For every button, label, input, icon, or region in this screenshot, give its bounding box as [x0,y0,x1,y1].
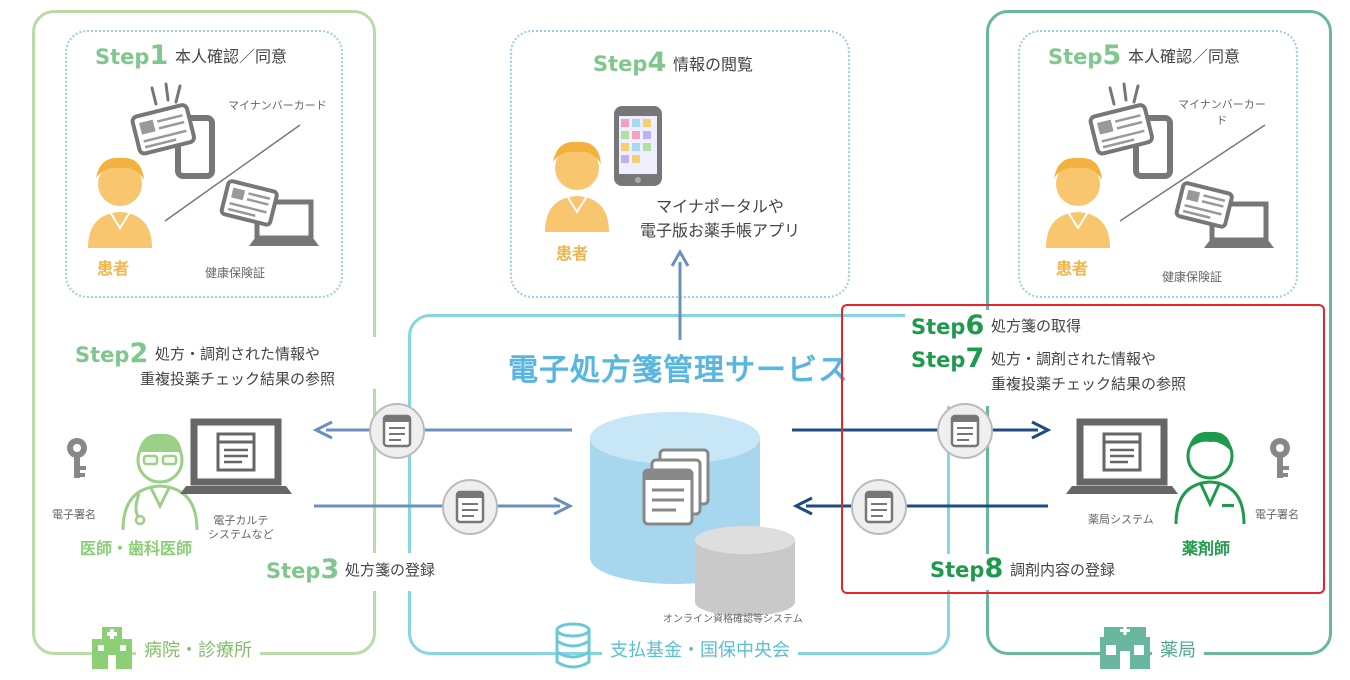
step2-backdrop [70,337,376,389]
hospital-icon [92,627,132,669]
id-card-reader-icon [1088,82,1173,179]
step3-desc: 処方箋の登録 [345,561,436,579]
id-card-reader-icon [130,82,215,179]
smartphone-icon [614,106,662,186]
patient-icon [545,141,609,232]
step-word: Step [911,348,966,372]
service-title: 電子処方箋管理サービス [508,353,849,388]
highlight-frame [841,304,1325,594]
patient-label: 患者 [556,244,589,263]
database-footer-icon [555,622,591,669]
step-word: Step [593,52,648,76]
pharmacy-footer-label: 薬局 [1152,636,1204,662]
step4-heading: Step4 [593,47,666,78]
key-icon [67,438,87,478]
patient-icon [1046,157,1110,248]
card-label: マイナンバーカード [1178,97,1266,129]
step8-heading: Step8 [930,553,1003,584]
step7-desc-line2: 重複投薬チェック結果の参照 [991,375,1187,393]
pharmacist-icon [1174,431,1246,525]
portal-label-line1: マイナポータルや [656,197,784,216]
step-word: Step [930,558,985,582]
step1-desc: 本人確認／同意 [175,47,288,66]
step5-heading: Step5 [1048,40,1121,71]
pharmacy-arrows [792,420,1052,516]
pharmacy-icon [1100,626,1150,669]
insurance-label: 健康保険証 [1162,270,1223,284]
signature-label: 電子署名 [52,508,96,521]
ehr-label-line1: 電子カルテ [213,514,269,527]
step2-heading: Step2 [75,338,148,369]
step5-desc: 本人確認／同意 [1128,47,1241,66]
step2-desc: 処方・調剤された情報や重複投薬チェック結果の参照 [140,342,335,392]
pharmacy-laptop-icon [1066,418,1178,494]
hospital-arrows [312,420,574,516]
fund-footer-label: 支払基金・国保中央会 [602,636,798,662]
step1-heading: Step1 [95,40,168,71]
ehr-laptop-icon [180,418,292,494]
card-label: マイナンバーカード [228,99,327,112]
insurance-label: 健康保険証 [205,266,266,280]
arrow-up [670,248,690,340]
hospital-footer-label: 病院・診療所 [136,636,260,662]
patient-icon [88,157,152,248]
step-number: 3 [320,554,340,585]
patient-label: 患者 [97,259,130,278]
step-number: 2 [129,338,149,369]
step7-heading: Step7 [911,343,984,374]
online-system-label: オンライン資格確認等システム [663,614,803,625]
card-label-line1: マイナンバーカー [1178,98,1266,111]
ehr-label: 電子カルテシステムなど [208,514,274,542]
ehr-label-line2: システムなど [208,528,274,541]
database-icon [590,412,795,616]
step-number: 5 [1102,40,1122,71]
key-icon [1270,438,1290,478]
step-number: 1 [149,40,169,71]
step8-desc: 調剤内容の登録 [1010,561,1116,579]
document-circle-icon [369,403,425,459]
step-word: Step [266,559,321,583]
step2-desc-line2: 重複投薬チェック結果の参照 [140,370,336,388]
document-circle-icon [442,479,498,535]
step6-heading: Step6 [911,310,984,341]
step8-backdrop [900,554,1160,590]
pharmacy-system-label: 薬局システム [1088,513,1154,526]
step-word: Step [75,343,130,367]
document-circle-icon [851,479,907,535]
step3-backdrop [262,553,480,591]
step2-desc-line1: 処方・調剤された情報や [155,345,321,363]
documents-stack-icon [642,448,710,526]
portal-label: マイナポータルや電子版お薬手帳アプリ [640,195,800,243]
step3-heading: Step3 [266,554,339,585]
doctor-label: 医師・歯科医師 [80,539,193,558]
step-word: Step [95,45,150,69]
portal-label-line2: 電子版お薬手帳アプリ [640,221,801,240]
step67-backdrop [905,310,1295,406]
step-number: 4 [647,47,667,78]
step7-desc: 処方・調剤された情報や重複投薬チェック結果の参照 [991,347,1186,397]
insurance-laptop-icon [1174,181,1274,248]
pharmacist-label: 薬剤師 [1182,539,1231,558]
step6-desc: 処方箋の取得 [991,317,1082,335]
step-number: 7 [965,343,985,374]
step-number: 6 [965,310,985,341]
divider-line [164,124,301,222]
patient-label: 患者 [1056,259,1089,278]
doctor-icon [121,433,199,531]
step-word: Step [911,315,966,339]
divider-line [1119,124,1266,222]
step-number: 8 [984,553,1004,584]
document-circle-icon [937,403,993,459]
step-word: Step [1048,45,1103,69]
signature-label: 電子署名 [1255,508,1299,521]
card-label-line2: ド [1216,114,1228,127]
insurance-laptop-icon [219,179,319,246]
step4-desc: 情報の閲覧 [673,55,754,74]
step7-desc-line1: 処方・調剤された情報や [991,350,1157,368]
